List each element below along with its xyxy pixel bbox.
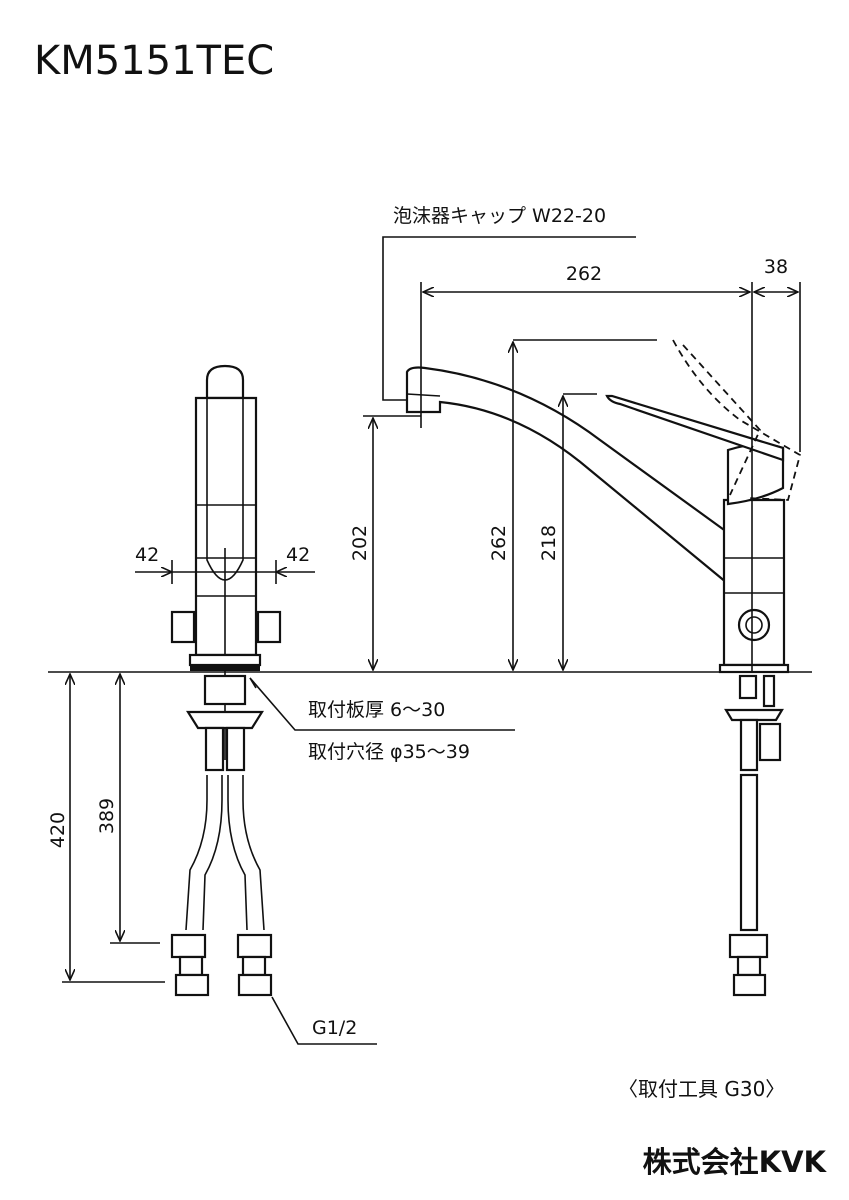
front-view bbox=[170, 364, 282, 997]
side-view bbox=[405, 339, 802, 997]
dim-spout-reach: 262 bbox=[566, 263, 602, 285]
plate-thickness-label: 取付板厚 6～30 bbox=[308, 699, 445, 721]
dim-lever-height: 218 bbox=[538, 525, 560, 561]
dim-spout-height: 202 bbox=[349, 525, 371, 561]
dim-front-right: 42 bbox=[286, 544, 310, 566]
model-title: KM5151TEC bbox=[34, 38, 274, 84]
dim-lever-height-raised: 262 bbox=[488, 525, 510, 561]
aerator-cap-label: 泡沫器キャップ W22-20 bbox=[393, 205, 606, 227]
hole-diameter-label: 取付穴径 φ35～39 bbox=[308, 741, 470, 763]
dim-lever-offset: 38 bbox=[764, 256, 788, 278]
dim-hose-fitting: 389 bbox=[96, 798, 118, 834]
dim-front-left: 42 bbox=[135, 544, 159, 566]
dim-hose-total: 420 bbox=[47, 812, 69, 848]
thread-label: G1/2 bbox=[312, 1017, 357, 1039]
tool-label: 〈取付工具 G30〉 bbox=[618, 1077, 785, 1101]
company-logo: 株式会社KVK bbox=[643, 1145, 828, 1179]
